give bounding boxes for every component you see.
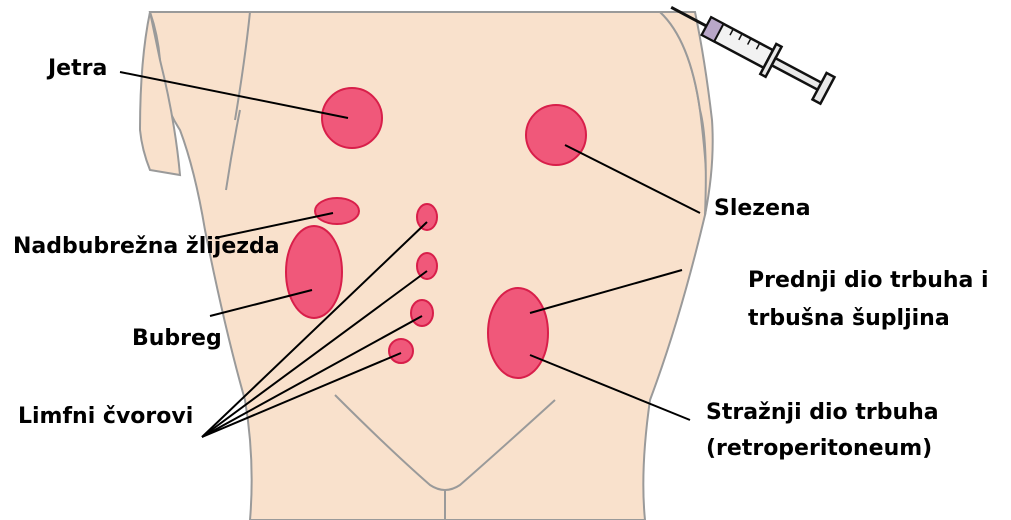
- label-liver: Jetra: [48, 56, 107, 82]
- label-spleen: Slezena: [714, 196, 811, 222]
- label-posterior-line2: (retroperitoneum): [706, 436, 932, 462]
- lymph-node-4: [389, 339, 413, 363]
- lymph-node-3: [411, 300, 433, 326]
- label-kidney: Bubreg: [132, 326, 222, 352]
- label-anterior-line2: trbušna šupljina: [748, 306, 950, 332]
- liver-organ: [322, 88, 382, 148]
- abdomen-organ: [488, 288, 548, 378]
- kidney-organ: [286, 226, 342, 318]
- label-anterior-line1: Prednji dio trbuha i: [748, 268, 989, 294]
- spleen-organ: [526, 105, 586, 165]
- adrenal-organ: [315, 198, 359, 224]
- lymph-node-1: [417, 204, 437, 230]
- label-adrenal: Nadbubrežna žlijezda: [13, 234, 280, 260]
- label-lymph-nodes: Limfni čvorovi: [18, 404, 193, 430]
- label-posterior-line1: Stražnji dio trbuha: [706, 400, 939, 426]
